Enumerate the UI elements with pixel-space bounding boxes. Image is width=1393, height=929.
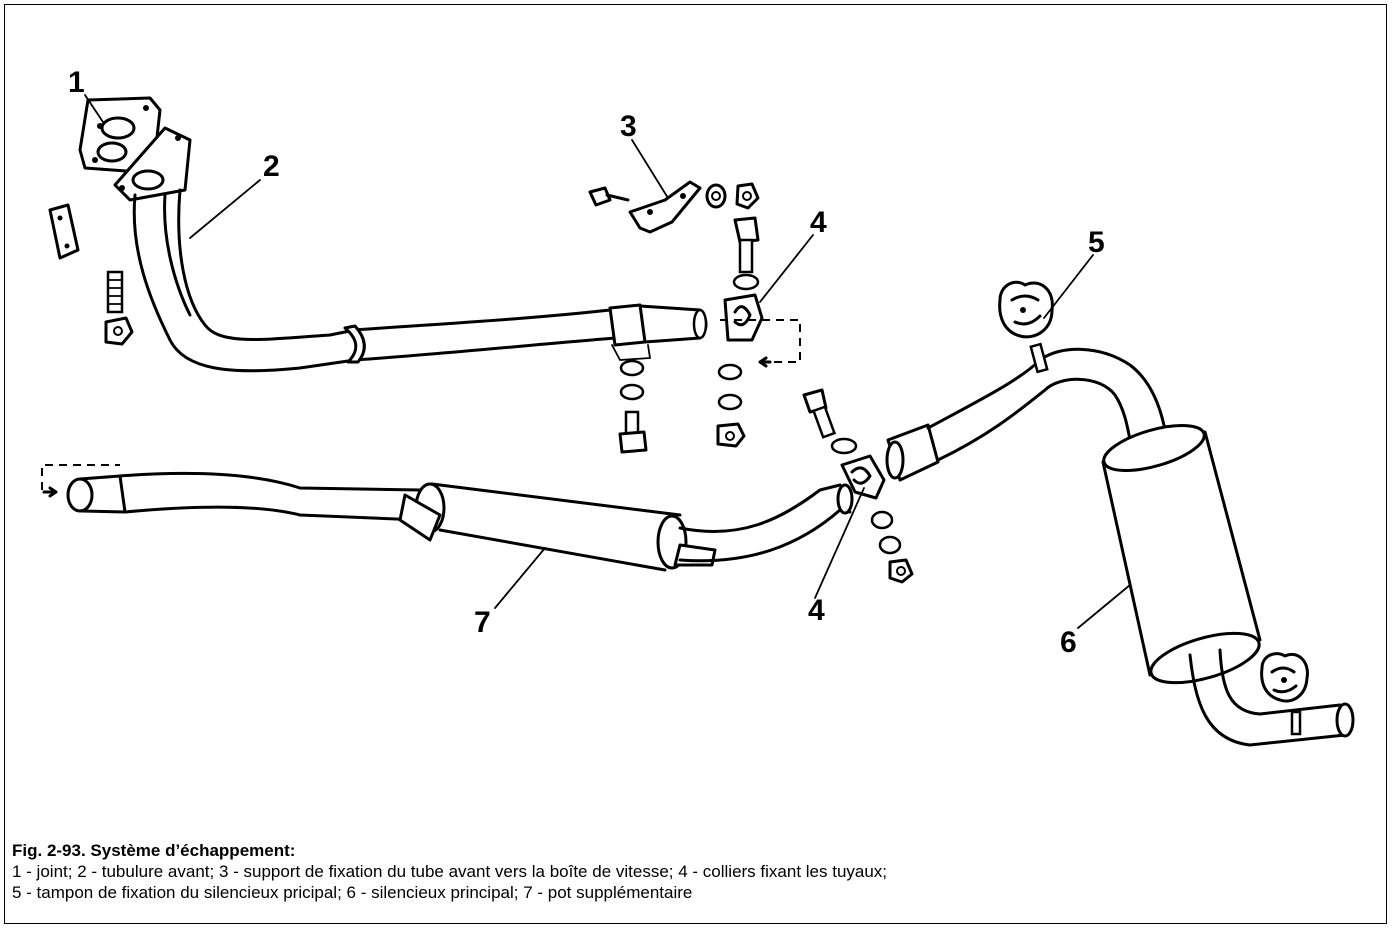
callout-4-lower: 4 (808, 594, 825, 627)
leader-lines (84, 94, 1131, 629)
mount-pad-part (998, 280, 1309, 703)
upper-clamp-part (618, 216, 801, 454)
caption-title: Fig. 2-93. Système d’échappement: (12, 841, 296, 860)
figure-caption: Fig. 2-93. Système d’échappement: 1 - jo… (12, 840, 1380, 903)
callout-5: 5 (1088, 226, 1105, 259)
intermediate-pipe-part (41, 464, 854, 572)
callout-2: 2 (263, 150, 280, 183)
callout-4-upper: 4 (810, 206, 827, 239)
front-pipe-part (113, 126, 708, 373)
callout-1: 1 (68, 66, 85, 99)
bracket-part (588, 180, 760, 234)
callout-6: 6 (1060, 626, 1077, 659)
caption-line-1: 1 - joint; 2 - tubulure avant; 3 - suppo… (12, 862, 888, 881)
front-hardware (48, 203, 134, 346)
callout-3: 3 (620, 110, 637, 143)
caption-line-2: 5 - tampon de fixation du silencieux pri… (12, 883, 693, 902)
lower-clamp-part (802, 388, 914, 584)
exhaust-system-diagram: 1 2 3 4 4 5 6 7 (41, 66, 1355, 747)
callout-7: 7 (474, 606, 491, 639)
main-silencer-part (885, 342, 1355, 747)
